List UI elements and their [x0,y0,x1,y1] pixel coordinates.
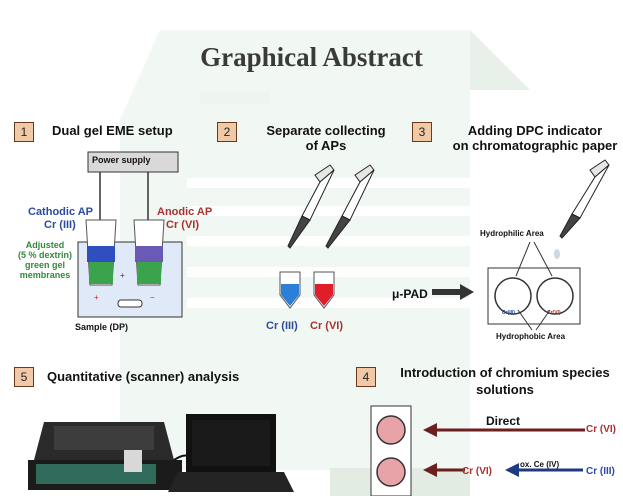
tube-cr3-label: Cr (III) [266,320,298,332]
step-3-title: Adding DPC indicator on chromatographic … [452,123,618,153]
stripe [187,236,537,246]
svg-text:−: − [150,293,155,302]
mu-pad-arrow-icon [432,284,474,300]
step-5-number: 5 [14,367,34,387]
gel-membrane-note: Adjusted (5 % dextrin) green gel membran… [17,240,72,280]
pad-spot-cr3: Cr(III) [502,310,516,316]
stripe [187,206,537,216]
mu-pad-label: μ-PAD [392,287,428,301]
stripe [187,298,537,308]
step-1-number: 1 [14,122,34,142]
step-4-title: Introduction of chromium species solutio… [400,365,610,397]
pipettes-and-tubes [279,164,375,309]
cathodic-ap-label: Cathodic AP [28,206,93,218]
stripe [187,267,537,277]
anodic-ap-label: Anodic AP [157,206,213,218]
svg-text:+: + [120,271,125,280]
pad-spot-cr6: Cr(VI) [547,310,561,316]
cathodic-species-label: Cr (III) [44,219,76,231]
oxidant-label: ox. Ce (IV) [520,460,560,469]
step-3-number: 3 [412,122,432,142]
page-title: Graphical Abstract [200,42,423,72]
direct-label: Direct [486,414,521,428]
step-2-number: 2 [217,122,237,142]
svg-text:+: + [94,293,99,302]
step-1-title: Dual gel EME setup [52,123,173,138]
source-cr3-label: Cr (III) [586,466,615,477]
step-4-number: 4 [356,367,376,387]
species-introduction-diagram [370,405,585,496]
tube-cr6-label: Cr (VI) [310,320,343,332]
power-supply-label: Power supply [92,155,151,165]
hydrophobic-area-label: Hydrophobic Area [496,332,566,341]
scanner-laptop-illustration [28,414,294,492]
step-2-title: Separate collecting of APs [266,123,386,153]
anodic-species-label: Cr (VI) [166,219,199,231]
sample-label: Sample (DP) [75,322,129,332]
eme-setup-diagram: + − + [77,151,183,318]
oxidized-cr6-label: Cr (VI) [462,466,492,477]
hydrophilic-area-label: Hydrophilic Area [480,229,544,238]
step-5-title: Quantitative (scanner) analysis [47,369,240,384]
mu-pad-diagram [487,159,610,331]
direct-cr6-label: Cr (VI) [586,424,616,435]
